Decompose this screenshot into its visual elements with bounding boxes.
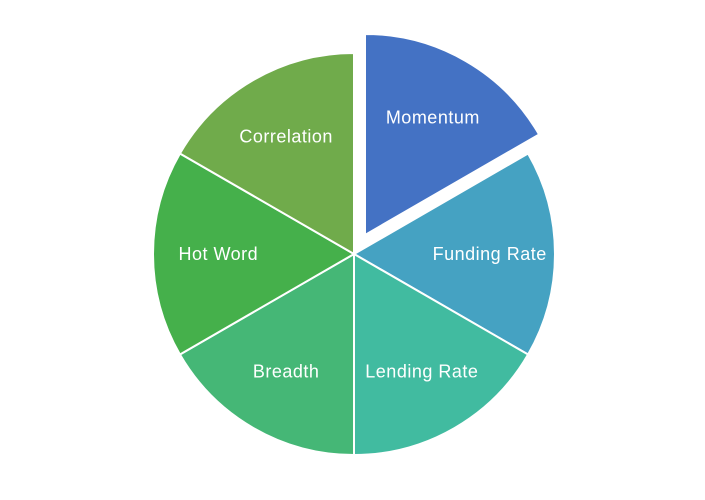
pie-slice-label-lending-rate: Lending Rate <box>365 362 478 382</box>
pie-slice-correlation[interactable] <box>178 52 355 255</box>
pie-slice-label-breadth: Breadth <box>253 362 320 382</box>
pie-slice-breadth[interactable] <box>178 253 355 456</box>
pie-slice-hot-word[interactable] <box>152 152 355 356</box>
pie-slice-lending-rate[interactable] <box>353 253 530 456</box>
pie-slice-label-correlation: Correlation <box>239 127 333 147</box>
pie-slice-label-momentum: Momentum <box>386 107 480 127</box>
pie-slice-funding-rate[interactable] <box>353 152 556 356</box>
pie-slice-momentum[interactable] <box>364 32 541 236</box>
pie-slice-label-funding-rate: Funding Rate <box>433 244 547 264</box>
pie-slice-label-hot-word: Hot Word <box>178 244 258 264</box>
